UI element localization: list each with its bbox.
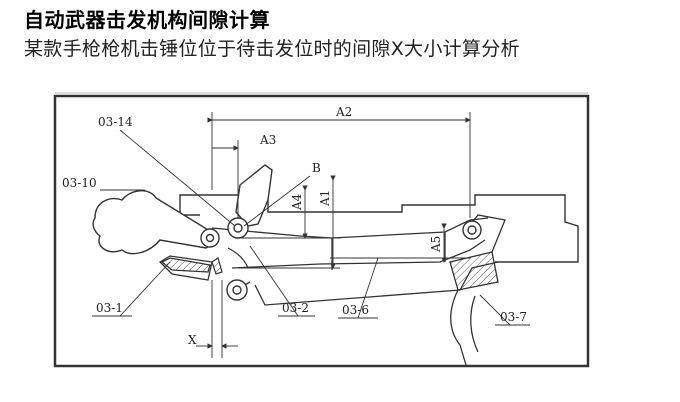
label-03-2: 03-2 [282, 301, 309, 315]
disconnector [211, 247, 249, 275]
label-b: B [312, 161, 321, 175]
label-03-7: 03-7 [500, 310, 527, 324]
label-a1: A1 [318, 190, 332, 207]
hammer-03-14 [235, 164, 273, 227]
label-03-14: 03-14 [98, 115, 133, 129]
leader-lines [92, 129, 530, 326]
label-a5: A5 [429, 236, 443, 253]
page-subtitle: 某款手枪枪机击锤位位于待击发位时的间隙X大小计算分析 [24, 38, 520, 60]
label-a3: A3 [259, 133, 276, 147]
page-title: 自动武器击发机构间隙计算 [24, 8, 270, 32]
label-a4: A4 [290, 193, 304, 211]
label-03-10: 03-10 [62, 176, 97, 190]
label-a2: A2 [335, 105, 352, 119]
label-03-6: 03-6 [342, 303, 369, 317]
label-03-1: 03-1 [96, 301, 123, 315]
drawing-frame [53, 94, 590, 368]
pivot-pins [200, 217, 482, 301]
housing-03-1 [158, 255, 213, 281]
dimension-lines [196, 112, 471, 358]
lever-03-10 [92, 190, 213, 255]
trigger-03-7 [449, 214, 506, 366]
label-x: X [188, 333, 197, 347]
sear-bar-03-6 [211, 217, 489, 270]
